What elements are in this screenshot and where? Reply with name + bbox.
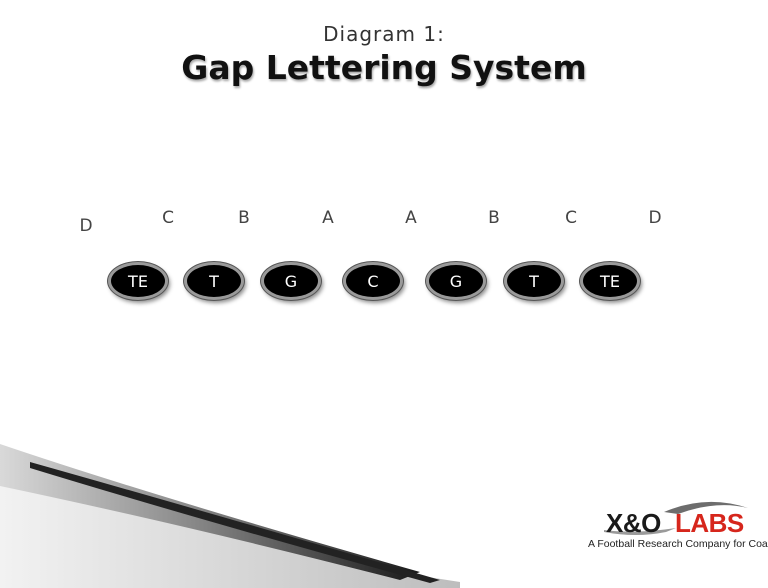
gap-label-a-left: A (322, 208, 334, 228)
gap-label-d-left: D (79, 216, 93, 236)
player-label: G (449, 271, 463, 291)
decorative-swoosh (0, 444, 460, 588)
logo-brand-suffix: LABS (675, 508, 744, 538)
player-label: TE (600, 271, 620, 291)
player-guard-right: G (426, 262, 486, 300)
logo-tagline: A Football Research Company for Coaches (588, 538, 768, 550)
gap-label-b-left: B (238, 208, 250, 228)
logo-swirl-icon (604, 501, 748, 535)
player-tight-end-right: TE (580, 262, 640, 300)
player-tackle-right: T (504, 262, 564, 300)
gap-label-c-right: C (565, 208, 577, 228)
player-label: TE (128, 271, 148, 291)
player-label: G (284, 271, 298, 291)
gap-label-a-right: A (405, 208, 417, 228)
player-label: T (529, 271, 539, 291)
xo-labs-logo: X&O LABS A Football Research Company for… (576, 498, 768, 568)
diagram-number: Diagram 1: (323, 22, 445, 46)
player-label: C (367, 271, 379, 291)
player-tackle-left: T (184, 262, 244, 300)
player-guard-left: G (261, 262, 321, 300)
gap-label-d-right: D (648, 208, 662, 228)
logo-brand-prefix: X&O (606, 508, 661, 538)
gap-label-c-left: C (162, 208, 174, 228)
player-center: C (343, 262, 403, 300)
gap-label-b-right: B (488, 208, 500, 228)
player-tight-end-left: TE (108, 262, 168, 300)
page-title: Gap Lettering System (181, 48, 587, 87)
player-label: T (209, 271, 219, 291)
